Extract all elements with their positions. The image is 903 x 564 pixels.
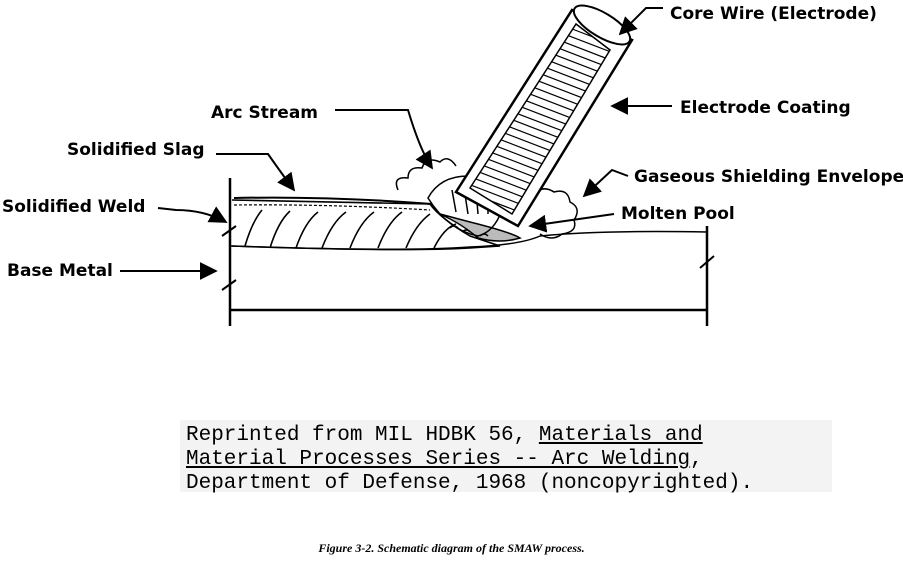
base-metal-plate xyxy=(221,178,715,326)
figure-caption: Figure 3-2. Schematic diagram of the SMA… xyxy=(318,541,585,555)
label-gaseous-shielding: Gaseous Shielding Envelope xyxy=(634,167,903,187)
core-wire-hatch-line xyxy=(525,92,579,114)
core-wire-hatch-line xyxy=(566,26,610,48)
core-wire-hatch-line xyxy=(554,46,607,68)
core-wire-hatch-line xyxy=(521,98,575,120)
core-wire-hatch-line xyxy=(509,118,563,140)
credit-line-3: Department of Defense, 1968 (noncopyrigh… xyxy=(186,472,753,496)
credit-publisher: Department of Defense, 1968 (noncopyrigh… xyxy=(186,472,754,495)
credit-line-2: Material Processes Series -- Arc Welding… xyxy=(186,448,703,472)
core-wire-hatch-line xyxy=(472,177,526,199)
core-wire-hatch-line xyxy=(538,72,591,94)
label-molten-pool: Molten Pool xyxy=(621,204,735,224)
label-solidified-weld: Solidified Weld xyxy=(2,197,145,217)
credit-prefix: Reprinted from MIL HDBK 56, xyxy=(186,424,539,447)
core-wire-hatch-line xyxy=(501,131,554,153)
core-wire-hatch-line xyxy=(513,111,567,133)
core-wire-hatch-line xyxy=(542,65,595,87)
electrode xyxy=(454,4,634,228)
core-wire-hatch-line xyxy=(477,170,530,192)
credit-box xyxy=(180,420,832,492)
credit-comma: , xyxy=(690,448,703,471)
label-solidified-slag: Solidified Slag xyxy=(67,140,205,160)
leader-arrows xyxy=(120,7,672,280)
core-wire-hatch-line xyxy=(489,151,542,173)
label-core-wire: Core Wire (Electrode) xyxy=(670,4,877,24)
core-wire-hatch-line xyxy=(546,59,599,81)
core-wire-hatch-line xyxy=(485,157,538,179)
core-wire-hatch-line xyxy=(558,39,610,61)
core-wire-hatch-line xyxy=(493,144,546,166)
diagram-labels: Core Wire (Electrode) Arc Stream Electro… xyxy=(2,4,903,281)
core-wire-hatch-line xyxy=(517,105,571,127)
credit-line-1: Reprinted from MIL HDBK 56, Materials an… xyxy=(186,424,703,448)
label-electrode-coating: Electrode Coating xyxy=(680,98,851,118)
label-arc-stream: Arc Stream xyxy=(211,103,318,123)
solidified-slag-layer xyxy=(233,196,433,211)
core-wire-hatch-line xyxy=(550,52,603,74)
label-base-metal: Base Metal xyxy=(7,261,113,281)
credit-source-title-part-2: Material Processes Series -- Arc Welding xyxy=(186,448,691,471)
core-wire-hatch-line xyxy=(470,183,522,206)
core-wire-hatch-line xyxy=(562,32,610,55)
core-wire-hatch-line xyxy=(534,78,587,101)
core-wire-hatch-line xyxy=(497,137,550,160)
credit-source-title-part-1: Materials and xyxy=(538,424,703,447)
core-wire-hatch-line xyxy=(530,85,583,107)
core-wire-hatch-line xyxy=(481,164,534,186)
core-wire-hatch-line xyxy=(505,124,559,146)
